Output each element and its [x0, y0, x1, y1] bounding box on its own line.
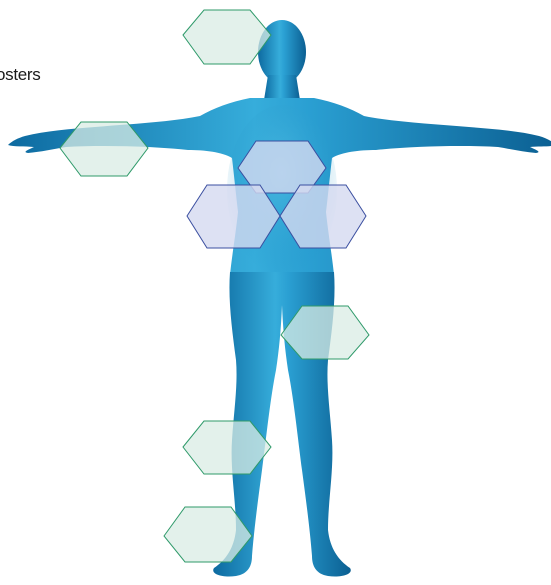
neck: [264, 75, 300, 100]
hexagon-marker-head[interactable]: [183, 10, 271, 64]
human-body-figure: [8, 20, 551, 577]
hexagon-marker-left-abdomen[interactable]: [187, 185, 280, 248]
